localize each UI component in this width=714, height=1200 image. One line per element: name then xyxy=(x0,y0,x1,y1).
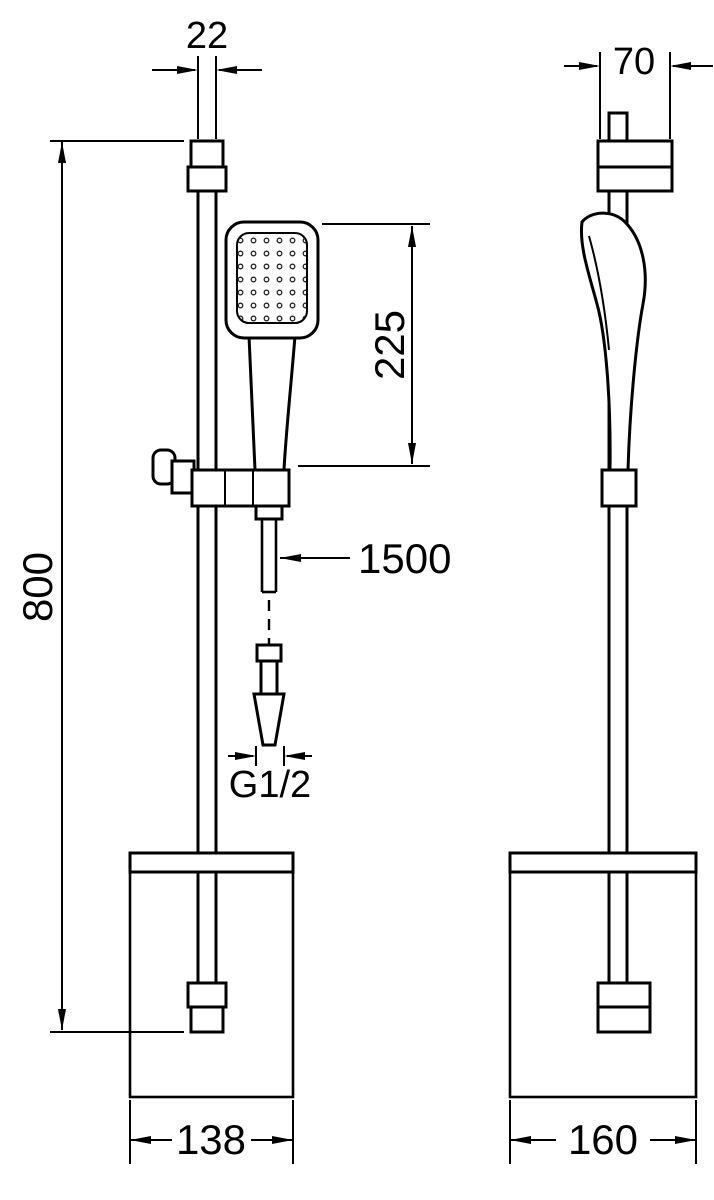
handset-profile xyxy=(579,211,647,472)
front-view xyxy=(128,139,320,1099)
dim-label-rail-height: 800 xyxy=(14,552,61,622)
connector-cone xyxy=(252,692,286,747)
shower-hose xyxy=(254,504,284,645)
shelf-body-side xyxy=(508,870,698,1099)
dim-label-side-depth: 160 xyxy=(568,1116,638,1163)
shelf-side xyxy=(508,851,698,1099)
shelf-bar-front xyxy=(128,851,295,874)
dim-handset-length: 225 xyxy=(298,223,430,467)
dim-front-width: 138 xyxy=(129,1100,294,1164)
hand-shower-front xyxy=(224,220,320,472)
shelf-bar-side xyxy=(508,851,698,874)
dim-bracket-depth: 70 xyxy=(564,41,713,139)
hose-connector xyxy=(252,643,286,747)
slide-rail-front xyxy=(196,139,218,1034)
dim-rail-height: 800 xyxy=(14,140,184,1033)
side-view xyxy=(508,111,698,1099)
dim-hose-length: 1500 xyxy=(280,535,451,582)
wall-bracket-top-side xyxy=(596,139,674,193)
handset-profile-contour xyxy=(588,235,610,351)
wall-bracket-top-front xyxy=(186,139,228,193)
dim-label-thread: G1/2 xyxy=(229,764,311,806)
connector-body xyxy=(259,659,279,696)
dim-label-bracket-depth: 70 xyxy=(613,41,655,83)
dim-label-rail-clamp-width: 22 xyxy=(186,15,228,57)
wall-bracket-bottom-side xyxy=(596,981,652,1034)
dimension-annotations: 22 70 800 225 xyxy=(14,15,713,1164)
shelf-body-front xyxy=(128,870,295,1099)
dim-side-depth: 160 xyxy=(509,1100,697,1164)
dim-label-hose-length: 1500 xyxy=(358,535,451,582)
slider-holder-front xyxy=(151,448,291,508)
dim-label-front-width: 138 xyxy=(176,1116,246,1163)
shelf-front xyxy=(128,851,295,1099)
spray-face xyxy=(236,232,308,324)
hose-nut-top xyxy=(254,504,284,521)
hand-shower-side xyxy=(579,211,647,472)
slider-block xyxy=(190,468,291,508)
handset-handle xyxy=(247,334,297,472)
wall-bracket-bottom-front xyxy=(186,981,228,1034)
slider-holder-side xyxy=(600,468,638,508)
dim-rail-clamp-width: 22 xyxy=(152,15,262,139)
dim-label-handset-length: 225 xyxy=(366,310,413,380)
connector-nut xyxy=(255,643,283,663)
dim-thread: G1/2 xyxy=(228,746,312,806)
